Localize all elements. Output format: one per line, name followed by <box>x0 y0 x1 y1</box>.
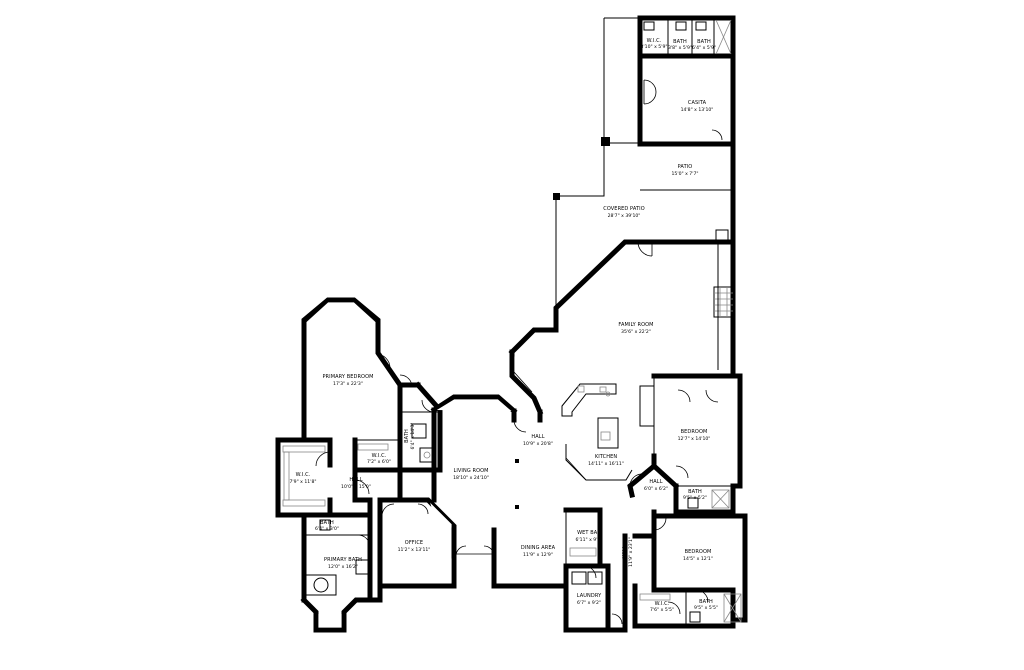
svg-text:11'9" x 23'1": 11'9" x 23'1" <box>628 537 634 567</box>
room-label-wet-bar: WET BAR 6'11" x 9'3" <box>575 530 602 543</box>
svg-text:6'11" x 9'3": 6'11" x 9'3" <box>575 537 602 543</box>
svg-text:11'2" x 13'11": 11'2" x 13'11" <box>398 547 431 553</box>
svg-text:FAMILY ROOM: FAMILY ROOM <box>618 322 653 328</box>
room-label-primary-bath: PRIMARY BATH 12'0" x 16'2" <box>324 557 362 570</box>
svg-text:HALL: HALL <box>349 477 362 483</box>
svg-text:6'0" x 6'2": 6'0" x 6'2" <box>644 486 668 492</box>
svg-text:LAUNDRY: LAUNDRY <box>577 593 602 599</box>
svg-text:7'6" x 5'5": 7'6" x 5'5" <box>650 607 674 613</box>
svg-text:7'2" x 6'0": 7'2" x 6'0" <box>367 459 391 465</box>
primary-wing-walls <box>275 297 443 633</box>
svg-text:6'4" x 3'0": 6'4" x 3'0" <box>315 526 339 532</box>
column-post <box>515 459 519 463</box>
svg-text:BATH: BATH <box>404 429 410 443</box>
svg-text:BATH: BATH <box>320 520 334 526</box>
svg-text:3'10" x 5'9": 3'10" x 5'9" <box>640 44 667 50</box>
svg-text:LIVING ROOM: LIVING ROOM <box>453 468 488 474</box>
svg-text:PRIMARY BATH: PRIMARY BATH <box>324 557 362 563</box>
svg-text:W.I.C.: W.I.C. <box>372 453 387 459</box>
svg-text:14'8" x 13'10": 14'8" x 13'10" <box>681 107 714 113</box>
room-label-bedroom-1: BEDROOM 12'7" x 14'10" <box>678 429 711 442</box>
svg-text:35'6" x 22'2": 35'6" x 22'2" <box>621 329 651 335</box>
svg-text:W.I.C.: W.I.C. <box>655 601 670 607</box>
room-label-bath-primary-closet: BATH 6'4" x 14'3" <box>404 422 416 449</box>
svg-text:BATH: BATH <box>699 599 713 605</box>
svg-text:6'4" x 14'3": 6'4" x 14'3" <box>410 422 416 449</box>
svg-text:BATH: BATH <box>697 39 711 45</box>
room-label-casita: CASITA 14'8" x 13'10" <box>681 100 714 113</box>
patio-post <box>553 193 560 200</box>
svg-text:PRIMARY BEDROOM: PRIMARY BEDROOM <box>322 374 373 380</box>
svg-text:9'5" x 5'5": 9'5" x 5'5" <box>694 605 718 611</box>
living-office-walls <box>377 394 569 603</box>
room-label-hall-east: HALL 11'9" x 23'1" <box>622 537 634 567</box>
room-label-laundry: LAUNDRY 6'7" x 9'2" <box>577 593 602 606</box>
room-label-wic-casita: W.I.C. 3'10" x 5'9" <box>640 38 667 50</box>
svg-text:BEDROOM: BEDROOM <box>681 429 708 435</box>
svg-text:BEDROOM: BEDROOM <box>685 549 712 555</box>
room-label-bedroom-2: BEDROOM 14'5" x 12'1" <box>683 549 713 562</box>
svg-text:CASITA: CASITA <box>688 100 707 106</box>
svg-text:14'11" x 16'11": 14'11" x 16'11" <box>588 461 624 467</box>
east-bedroom-walls <box>627 373 748 629</box>
svg-text:10'9" x 20'8": 10'9" x 20'8" <box>523 441 553 447</box>
room-label-living-room: LIVING ROOM 18'10" x 24'10" <box>453 468 489 481</box>
center-walls <box>511 408 628 633</box>
patio-post <box>601 137 610 146</box>
svg-text:WET BAR: WET BAR <box>577 530 601 536</box>
column-post <box>515 505 519 509</box>
room-label-hall-primary: HALL 10'0" x 15'0" <box>341 477 371 490</box>
svg-text:W.I.C.: W.I.C. <box>296 472 311 478</box>
svg-text:11'9" x 12'9": 11'9" x 12'9" <box>523 552 553 558</box>
covered-patio-outline <box>555 17 733 308</box>
room-label-covered-patio: COVERED PATIO 28'7" x 39'10" <box>603 206 644 219</box>
room-label-wic-primary: W.I.C. 7'9" x 11'8" <box>289 472 316 485</box>
svg-text:DINING AREA: DINING AREA <box>521 545 556 551</box>
room-label-wic-small: W.I.C. 7'2" x 6'0" <box>367 453 391 465</box>
room-label-bath-bed1: BATH 9'5" x 5'2" <box>683 489 707 501</box>
svg-text:W.I.C.: W.I.C. <box>647 38 662 44</box>
svg-text:PATIO: PATIO <box>678 164 693 170</box>
svg-text:6'7" x 9'2": 6'7" x 9'2" <box>577 600 601 606</box>
svg-text:OFFICE: OFFICE <box>405 540 423 546</box>
svg-text:18'10" x 24'10": 18'10" x 24'10" <box>453 475 489 481</box>
room-label-dining-area: DINING AREA 11'9" x 12'9" <box>521 545 556 558</box>
room-label-primary-bedroom: PRIMARY BEDROOM 17'3" x 22'3" <box>322 374 373 387</box>
svg-text:15'0" x 7'7": 15'0" x 7'7" <box>671 171 698 177</box>
room-label-bath-small: BATH 6'4" x 3'0" <box>315 520 339 532</box>
svg-text:HALL: HALL <box>622 545 628 558</box>
svg-text:10'0" x 15'0": 10'0" x 15'0" <box>341 484 371 490</box>
svg-text:9'5" x 5'2": 9'5" x 5'2" <box>683 495 707 501</box>
room-label-hall-small: HALL 6'0" x 6'2" <box>644 479 668 492</box>
room-label-bath-casita-b: BATH 6'4" x 5'9" <box>692 39 716 51</box>
kitchen-window <box>565 457 587 481</box>
svg-text:28'7" x 39'10": 28'7" x 39'10" <box>608 213 641 219</box>
svg-text:COVERED PATIO: COVERED PATIO <box>603 206 644 212</box>
room-label-bath-bed2: BATH 9'5" x 5'5" <box>694 599 718 611</box>
svg-text:7'9" x 11'8": 7'9" x 11'8" <box>289 479 316 485</box>
svg-text:6'4" x 5'9": 6'4" x 5'9" <box>692 45 716 51</box>
svg-text:12'7" x 14'10": 12'7" x 14'10" <box>678 436 711 442</box>
svg-text:KITCHEN: KITCHEN <box>595 454 618 460</box>
svg-text:HALL: HALL <box>531 434 544 440</box>
room-label-office: OFFICE 11'2" x 13'11" <box>398 540 431 553</box>
svg-text:17'3" x 22'3": 17'3" x 22'3" <box>333 381 363 387</box>
svg-text:BATH: BATH <box>673 39 687 45</box>
room-label-family-room: FAMILY ROOM 35'6" x 22'2" <box>618 322 653 335</box>
svg-text:3'8" x 5'9": 3'8" x 5'9" <box>668 45 692 51</box>
room-label-wic-bed2: W.I.C. 7'6" x 5'5" <box>650 601 674 613</box>
svg-text:HALL: HALL <box>649 479 662 485</box>
family-room-walls <box>508 187 736 416</box>
room-label-hall-center: HALL 10'9" x 20'8" <box>523 434 553 447</box>
svg-text:14'5" x 12'1": 14'5" x 12'1" <box>683 556 713 562</box>
svg-text:12'0" x 16'2": 12'0" x 16'2" <box>328 564 358 570</box>
casita-block <box>637 15 736 193</box>
room-label-bath-casita-a: BATH 3'8" x 5'9" <box>668 39 692 51</box>
svg-text:BATH: BATH <box>688 489 702 495</box>
room-label-patio: PATIO 15'0" x 7'7" <box>671 164 698 177</box>
room-label-kitchen: KITCHEN 14'11" x 16'11" <box>588 454 624 467</box>
